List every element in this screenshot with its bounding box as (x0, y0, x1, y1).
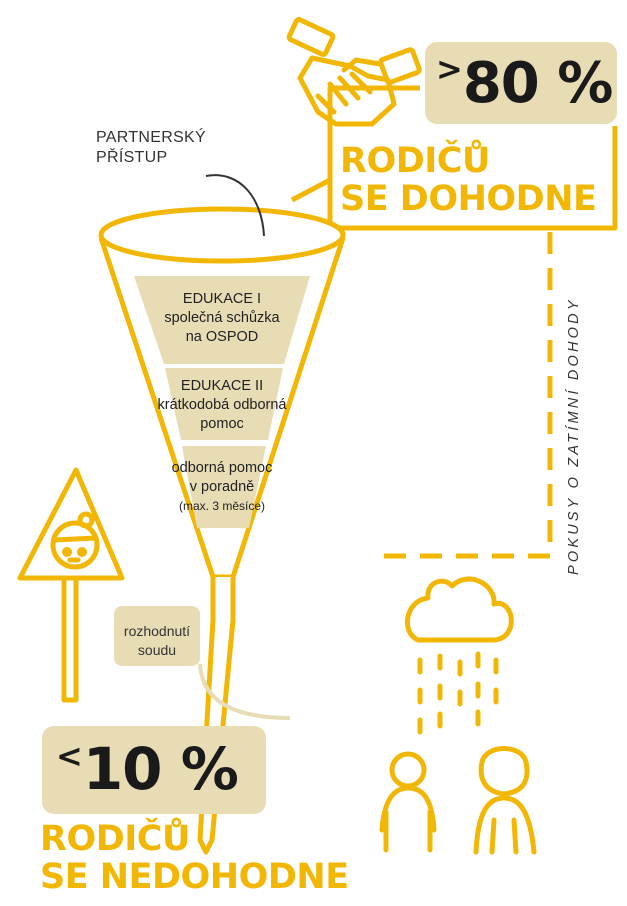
stage-1-text: EDUKACE I společná schůzka na OSPOD (152, 290, 292, 347)
agreement-symbol: > (436, 50, 463, 88)
frame-link (290, 177, 332, 203)
interim-attempts-label: POKUSY O ZATÍMNÍ DOHODY (566, 297, 582, 575)
agreement-value: 80 % (462, 51, 614, 116)
agreement-percent: >80 % (436, 50, 614, 116)
stage-1-title: EDUKACE I (182, 291, 262, 307)
agreement-caption-line-1: RODIČŮ (340, 141, 490, 181)
interim-dashed-path (376, 232, 553, 559)
disagreement-caption-line-2: SE NEDOHODNE (40, 857, 349, 897)
court-label-line-2: soudu (137, 642, 177, 658)
disagreement-symbol: < (56, 737, 83, 775)
agreement-percent-box (425, 42, 617, 124)
disagreement-caption-line-1: RODIČŮ (40, 819, 190, 859)
court-connector (198, 663, 291, 720)
court-label-line-1: rozhodnutí (123, 623, 191, 639)
stage-1-line-3: na OSPOD (185, 329, 259, 345)
stage-3-line-1: odborná pomoc (171, 460, 273, 476)
stage-2-line-2: krátkodobá odborná (157, 397, 287, 413)
stage-3-line-2: v poradně (189, 479, 255, 495)
stage-3-text: odborná pomoc v poradně (max. 3 měsíce) (160, 459, 284, 516)
court-label-box (114, 606, 200, 666)
agreement-caption: RODIČŮ SE DOHODNE (340, 141, 597, 219)
funnel-rim (98, 206, 346, 264)
stage-2-text: EDUKACE II krátkodobá odborná pomoc (152, 377, 292, 434)
stage-band-1 (134, 276, 310, 364)
disagreement-percent: <10 % (56, 735, 239, 803)
court-label: rozhodnutí soudu (118, 622, 196, 660)
rain-cloud-icon (405, 576, 514, 735)
warning-sign-icon (17, 467, 125, 703)
agreement-caption-line-2: SE DOHODNE (340, 179, 597, 219)
stage-2-line-3: pomoc (200, 416, 244, 432)
disagreement-caption: RODIČŮ SE NEDOHODNE (40, 820, 349, 896)
approach-pointer (205, 174, 265, 237)
disagreement-value: 10 % (82, 735, 239, 803)
approach-label-line-1: PARTNERSKÝ (96, 129, 206, 146)
disagreement-percent-box (42, 726, 266, 814)
stage-band-3 (182, 446, 266, 528)
stage-3-note: (max. 3 měsíce) (178, 499, 265, 513)
approach-label-line-2: PŘÍSTUP (96, 149, 168, 166)
approach-label: PARTNERSKÝ PŘÍSTUP (96, 128, 296, 168)
handshake-icon (286, 17, 422, 127)
stage-band-2 (165, 368, 283, 440)
stage-2-title: EDUKACE II (180, 378, 264, 394)
people-icon (379, 746, 537, 855)
stage-1-line-2: společná schůzka (164, 310, 280, 326)
